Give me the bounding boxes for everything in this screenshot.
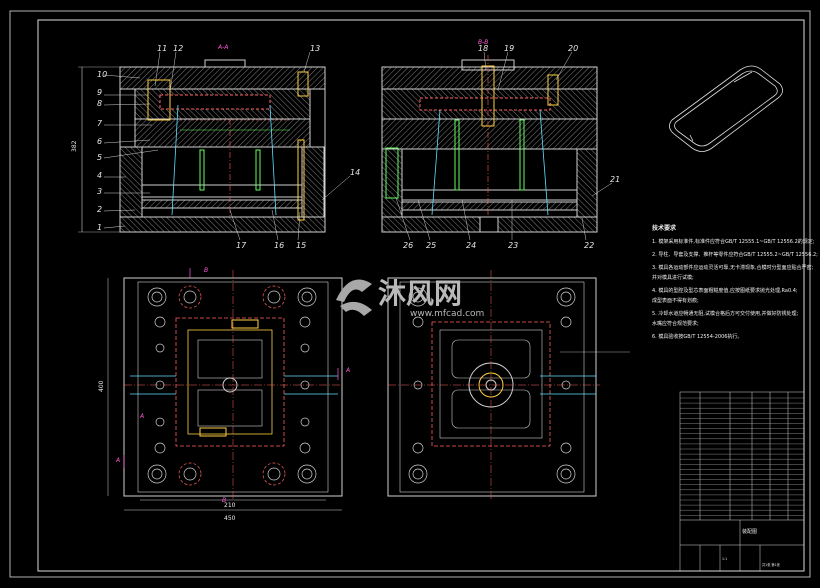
- dim-width-inner: 210: [224, 502, 236, 509]
- svg-text:20: 20: [568, 44, 578, 53]
- svg-text:11: 11: [157, 44, 167, 53]
- technical-notes: 技术要求 1. 模架采用标准件,标准件应符合GB/T 12555.1~GB/T …: [652, 224, 818, 340]
- svg-text:6: 6: [97, 137, 102, 146]
- svg-text:17: 17: [236, 241, 247, 250]
- svg-text:25: 25: [426, 241, 436, 250]
- view-markers: A A A B B: [115, 267, 350, 504]
- svg-text:成型表面不得有划痕;: 成型表面不得有划痕;: [652, 297, 699, 304]
- svg-text:并对模具进行试模;: 并对模具进行试模;: [652, 274, 694, 281]
- svg-text:5. 冷却水道应畅通无阻,试模合格后方可交付使用,并做好防锈: 5. 冷却水道应畅通无阻,试模合格后方可交付使用,并做好防锈处理;: [652, 310, 799, 317]
- svg-text:A: A: [115, 457, 120, 464]
- svg-text:2: 2: [97, 205, 102, 214]
- dim-width-outer: 450: [224, 515, 236, 522]
- svg-text:B: B: [204, 267, 208, 274]
- plan-right-holes: [408, 287, 576, 484]
- leaders-right: [395, 51, 613, 241]
- svg-text:1: 1: [97, 223, 102, 232]
- svg-text:23: 23: [508, 241, 518, 250]
- plan-view-left: [107, 270, 343, 511]
- svg-text:14: 14: [350, 168, 360, 177]
- svg-text:16: 16: [274, 241, 284, 250]
- title-block-scale: 1:1: [722, 557, 727, 561]
- svg-text:8: 8: [97, 99, 102, 108]
- svg-text:9: 9: [97, 88, 102, 97]
- plan-left-holes: [147, 285, 317, 486]
- svg-text:5: 5: [97, 153, 102, 162]
- svg-text:B: B: [222, 497, 226, 504]
- section-view-right: [381, 55, 598, 233]
- title-block: [679, 391, 805, 572]
- svg-text:3: 3: [97, 187, 102, 196]
- leaders-left: [103, 51, 351, 241]
- section-label-right: B-B: [478, 39, 488, 46]
- svg-text:21: 21: [610, 175, 620, 184]
- svg-text:2. 导柱、导套及支撑、推杆等零件应符合GB/T 12555: 2. 导柱、导套及支撑、推杆等零件应符合GB/T 12555.2~GB/T 12…: [652, 251, 818, 258]
- svg-text:1. 模架采用标准件,标准件应符合GB/T 12555.1~: 1. 模架采用标准件,标准件应符合GB/T 12555.1~GB/T 12556…: [652, 238, 815, 245]
- part-numbers-left: 11 12 13 10 9 8 7 6 5 4 3 2 1 14 17 16 1…: [97, 44, 360, 250]
- svg-text:沐风网: 沐风网: [378, 277, 462, 310]
- svg-text:A: A: [139, 413, 144, 420]
- svg-text:19: 19: [504, 44, 514, 53]
- svg-text:A: A: [345, 367, 350, 374]
- svg-text:15: 15: [296, 241, 306, 250]
- svg-text:4. 模具的型腔及型芯表面粗糙度值,应按图纸要求抛光处理,R: 4. 模具的型腔及型芯表面粗糙度值,应按图纸要求抛光处理,Ra0.4;: [652, 287, 798, 294]
- dim-height-plan: 400: [98, 380, 105, 392]
- svg-text:10: 10: [97, 70, 107, 79]
- svg-text:22: 22: [584, 241, 594, 250]
- svg-text:www.mfcad.com: www.mfcad.com: [410, 309, 484, 319]
- section-label-left: A-A: [217, 44, 228, 51]
- product-iso-view: [669, 65, 783, 152]
- watermark: 沐风网 www.mfcad.com: [336, 277, 484, 319]
- height-dim-left: 382: [71, 140, 78, 152]
- plan-view-right: [387, 270, 630, 500]
- part-numbers-right: 18 19 20 21 26 25 24 23 22: [403, 44, 620, 250]
- svg-text:24: 24: [466, 241, 476, 250]
- section-arrows: [123, 268, 339, 468]
- section-view-left: [78, 59, 326, 233]
- svg-text:26: 26: [403, 241, 413, 250]
- svg-text:7: 7: [97, 119, 103, 128]
- svg-text:水嘴应符合规范要求;: 水嘴应符合规范要求;: [652, 320, 699, 327]
- svg-text:技术要求: 技术要求: [652, 224, 677, 232]
- title-block-sheet: 共1张 第1张: [762, 562, 781, 567]
- svg-text:13: 13: [310, 44, 320, 53]
- svg-text:12: 12: [173, 44, 183, 53]
- svg-text:4: 4: [97, 171, 102, 180]
- outer-frame: [9, 10, 811, 578]
- svg-text:18: 18: [478, 44, 488, 53]
- title-block-name: 装配图: [742, 528, 757, 535]
- bom-rows: [680, 397, 804, 516]
- watermark-logo-icon: [336, 279, 372, 302]
- svg-text:6. 模具验收按GB/T 12554-2006执行。: 6. 模具验收按GB/T 12554-2006执行。: [652, 333, 742, 340]
- inner-frame: [37, 19, 805, 572]
- svg-text:3. 模具各运动部件应运动灵活可靠,无卡滞现象,合模时分型面: 3. 模具各运动部件应运动灵活可靠,无卡滞现象,合模时分型面应贴合严密;: [652, 264, 814, 271]
